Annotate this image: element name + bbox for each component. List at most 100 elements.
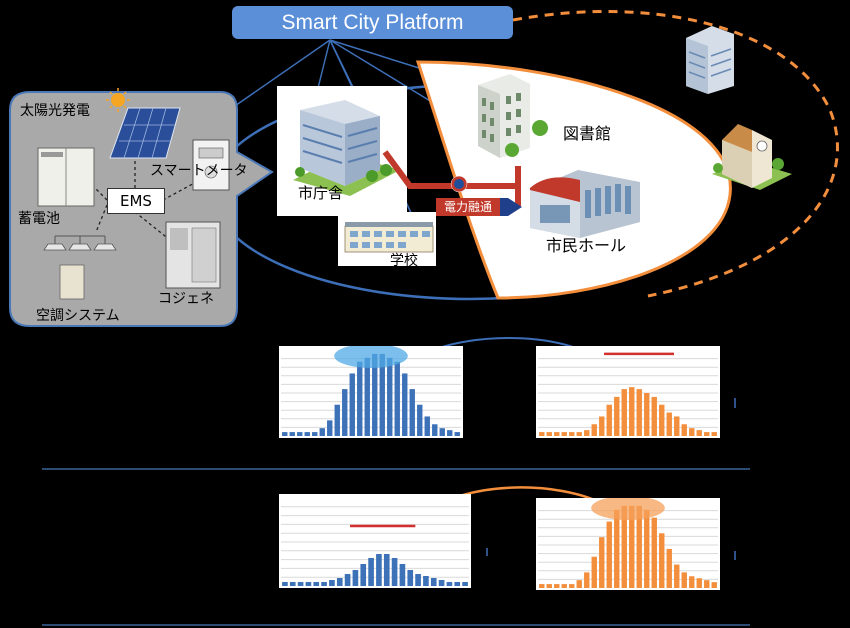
cogeneration-icon <box>165 221 221 289</box>
bar <box>561 584 567 588</box>
bar <box>711 432 717 436</box>
bar <box>383 554 390 586</box>
cogen-label: コジェネ <box>158 291 214 307</box>
smart-meter-icon <box>192 139 230 191</box>
demand-chart-civic-hall-before <box>536 346 720 438</box>
civic-hall-icon <box>530 170 640 238</box>
bar <box>636 505 642 588</box>
ac-unit-icon <box>43 235 117 300</box>
bar <box>689 576 695 588</box>
bar <box>297 432 303 436</box>
bar <box>282 582 288 586</box>
bar <box>591 424 597 436</box>
chart-svg <box>538 498 718 588</box>
school-label: 学校 <box>390 253 418 269</box>
ems-dotted-links <box>91 160 201 241</box>
bar <box>651 396 657 436</box>
power-interchange-pipe <box>382 150 521 206</box>
bar <box>454 432 460 436</box>
library-icon <box>478 74 548 158</box>
bar <box>651 517 657 588</box>
bar <box>539 432 545 436</box>
bar <box>696 578 702 588</box>
bar <box>591 556 597 588</box>
chart-svg <box>281 346 461 436</box>
demand-chart-city-hall-before <box>279 346 463 438</box>
bar <box>305 582 312 586</box>
bar <box>462 582 468 586</box>
bar <box>402 373 408 436</box>
bar <box>621 389 627 436</box>
city-hall-label: 市庁舎 <box>298 184 344 202</box>
bar <box>614 396 620 436</box>
sun-icon <box>106 88 130 112</box>
bar <box>614 509 620 588</box>
office-building-icon <box>293 100 400 196</box>
bar <box>289 582 296 586</box>
bar <box>599 537 605 588</box>
bar <box>364 357 370 436</box>
bar <box>554 432 560 436</box>
bar <box>357 361 363 436</box>
bar <box>336 578 343 586</box>
peak-highlight-ellipse <box>591 498 665 520</box>
bar <box>711 582 717 588</box>
bar <box>342 389 348 436</box>
peak-highlight-ellipse <box>334 346 408 368</box>
bar <box>344 574 351 586</box>
bar <box>313 582 320 586</box>
platform-banner: Smart City Platform <box>232 6 513 39</box>
bar <box>379 353 385 436</box>
bar <box>430 578 437 586</box>
bar <box>289 432 295 436</box>
bar <box>674 416 680 436</box>
bar <box>554 584 560 588</box>
bar <box>576 580 582 588</box>
bar <box>606 404 612 436</box>
solar-label: 太陽光発電 <box>20 103 90 119</box>
bar <box>606 521 612 588</box>
bar <box>659 533 665 588</box>
bar <box>546 584 552 588</box>
bar <box>329 580 335 586</box>
civic-hall-label: 市民ホール <box>546 236 627 255</box>
bar <box>387 357 393 436</box>
bar <box>454 582 461 586</box>
library-label: 図書館 <box>563 124 612 143</box>
bar <box>666 412 672 436</box>
hvac-label: 空調システム <box>36 308 120 324</box>
bar <box>297 582 304 586</box>
bar <box>432 424 438 436</box>
demand-chart-city-hall-after <box>279 494 471 588</box>
school-icon <box>344 222 434 253</box>
bar <box>629 505 635 588</box>
bar <box>636 389 642 436</box>
bar <box>327 420 333 436</box>
solar-panel-icon <box>109 107 181 159</box>
bar <box>407 570 414 586</box>
chart-svg <box>281 506 469 586</box>
bar <box>681 424 687 436</box>
bar <box>394 361 400 436</box>
bar <box>629 387 635 436</box>
demand-chart-civic-hall-after <box>536 498 720 590</box>
chart-svg <box>538 352 718 436</box>
power-interchange-label: 電力融通 <box>436 198 500 216</box>
bar <box>584 430 590 436</box>
bar <box>409 389 415 436</box>
bar <box>546 432 552 436</box>
bar <box>644 393 650 436</box>
bar <box>423 576 429 586</box>
bar <box>696 430 702 436</box>
bar <box>659 404 665 436</box>
bar <box>417 404 423 436</box>
bar <box>539 584 545 588</box>
bar <box>561 432 567 436</box>
bar <box>584 572 590 588</box>
city-building-icon <box>712 124 792 190</box>
bar <box>282 432 288 436</box>
bar <box>321 582 327 586</box>
bar <box>439 428 445 436</box>
bar <box>415 574 421 586</box>
